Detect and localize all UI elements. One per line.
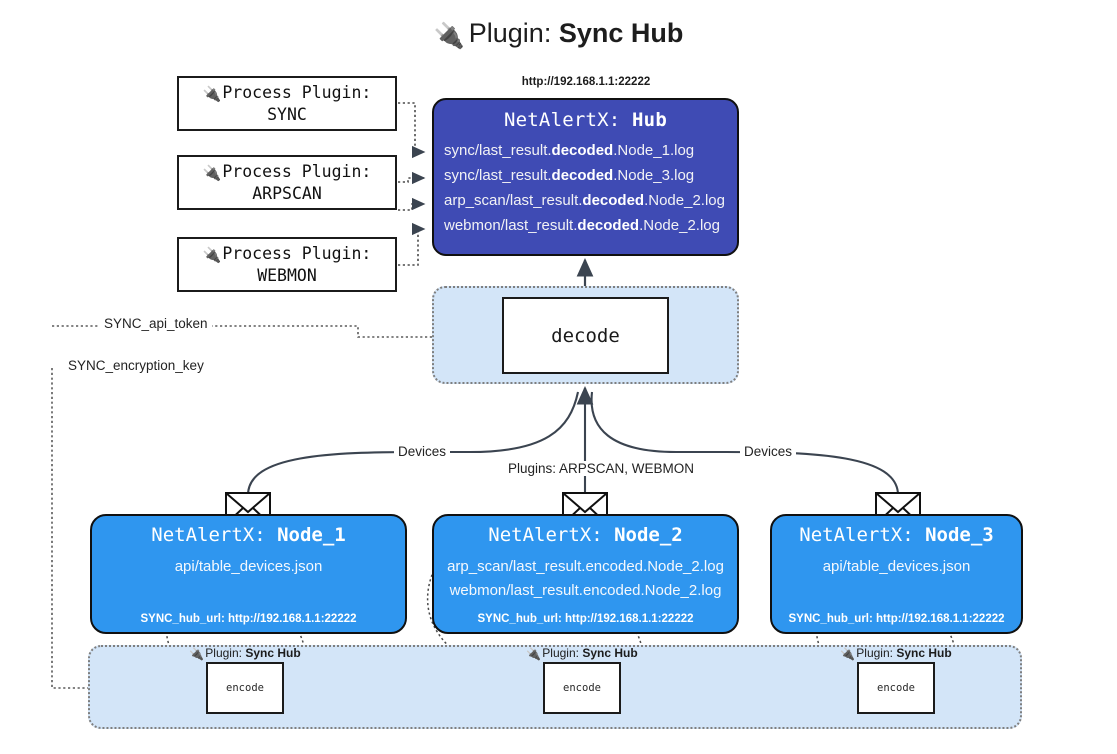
plug-icon: 🔌 (433, 22, 465, 50)
hub-log-line: webmon/last_result.decoded.Node_2.log (444, 216, 720, 234)
plug-icon: 🔌 (202, 245, 222, 264)
node-2-box[interactable]: NetAlertX: Node_2 arp_scan/last_result.e… (432, 514, 739, 634)
hub-title-prefix: NetAlertX: (504, 109, 621, 131)
node-1-footer: SYNC_hub_url: http://192.168.1.1:22222 (140, 613, 357, 625)
node-2-footer: SYNC_hub_url: http://192.168.1.1:22222 (477, 613, 694, 625)
hub-box[interactable]: NetAlertX: Hub sync/last_result.decoded.… (432, 98, 739, 256)
plug-icon: 🔌 (202, 163, 222, 182)
hub-title: NetAlertX: Hub (434, 109, 737, 131)
sync-api-token-label: SYNC_api_token (100, 316, 212, 331)
sync-encryption-key-label: SYNC_encryption_key (64, 358, 208, 373)
plug-icon: 🔌 (526, 647, 542, 661)
decode-box[interactable]: decode (502, 297, 669, 374)
encoder-1-box[interactable]: encode (206, 662, 284, 714)
process-plugin-sync-line2: SYNC (267, 105, 307, 125)
node-3-footer: SYNC_hub_url: http://192.168.1.1:22222 (788, 613, 1005, 625)
node-3-line: api/table_devices.json (822, 558, 971, 575)
plug-icon: 🔌 (202, 84, 222, 103)
process-plugin-webmon-box[interactable]: 🔌Process Plugin: WEBMON (177, 237, 397, 292)
node-2-line: arp_scan/last_result.encoded.Node_2.log (447, 558, 724, 575)
page-title-prefix: Plugin: (468, 18, 552, 48)
node-2-title: NetAlertX: Node_2 (488, 524, 683, 546)
page-title-name: Sync Hub (558, 18, 684, 48)
plug-icon: 🔌 (189, 647, 205, 661)
node-1-box[interactable]: NetAlertX: Node_1 api/table_devices.json… (90, 514, 407, 634)
process-plugin-webmon-line1: Process Plugin: (222, 243, 372, 263)
node-2-line: webmon/last_result.encoded.Node_2.log (449, 582, 722, 600)
process-plugin-webmon-line2: WEBMON (257, 266, 317, 286)
hub-log-line: sync/last_result.decoded.Node_3.log (444, 166, 695, 184)
devices-left-label: Devices (394, 444, 451, 459)
page-title: 🔌Plugin: Sync Hub (0, 18, 1117, 51)
hub-log-line: sync/last_result.decoded.Node_1.log (444, 142, 695, 159)
encoder-2-box[interactable]: encode (543, 662, 621, 714)
hub-log-line: arp_scan/last_result.decoded.Node_2.log (444, 191, 725, 209)
encoder-3-box[interactable]: encode (857, 662, 935, 714)
node-3-title: NetAlertX: Node_3 (799, 524, 994, 546)
plug-icon: 🔌 (840, 647, 856, 661)
process-plugin-sync-line1: Process Plugin: (222, 82, 372, 102)
encoder-2-plugin-label: 🔌Plugin: Sync Hub (526, 646, 638, 661)
plugins-middle-label: Plugins: ARPSCAN, WEBMON (504, 461, 699, 476)
encoder-1-plugin-label: 🔌Plugin: Sync Hub (189, 646, 301, 661)
node-3-box[interactable]: NetAlertX: Node_3 api/table_devices.json… (770, 514, 1023, 634)
node-1-line: api/table_devices.json (174, 558, 323, 575)
devices-right-label: Devices (740, 444, 797, 459)
hub-url-label: http://192.168.1.1:22222 (521, 76, 651, 88)
encoder-3-plugin-label: 🔌Plugin: Sync Hub (840, 646, 952, 661)
process-plugin-sync-box[interactable]: 🔌Process Plugin: SYNC (177, 76, 397, 131)
process-plugin-arpscan-box[interactable]: 🔌Process Plugin: ARPSCAN (177, 155, 397, 210)
hub-title-name: Hub (632, 109, 667, 131)
node-1-title: NetAlertX: Node_1 (151, 524, 346, 546)
process-plugin-arpscan-line1: Process Plugin: (222, 161, 372, 181)
process-plugin-arpscan-line2: ARPSCAN (252, 184, 322, 204)
